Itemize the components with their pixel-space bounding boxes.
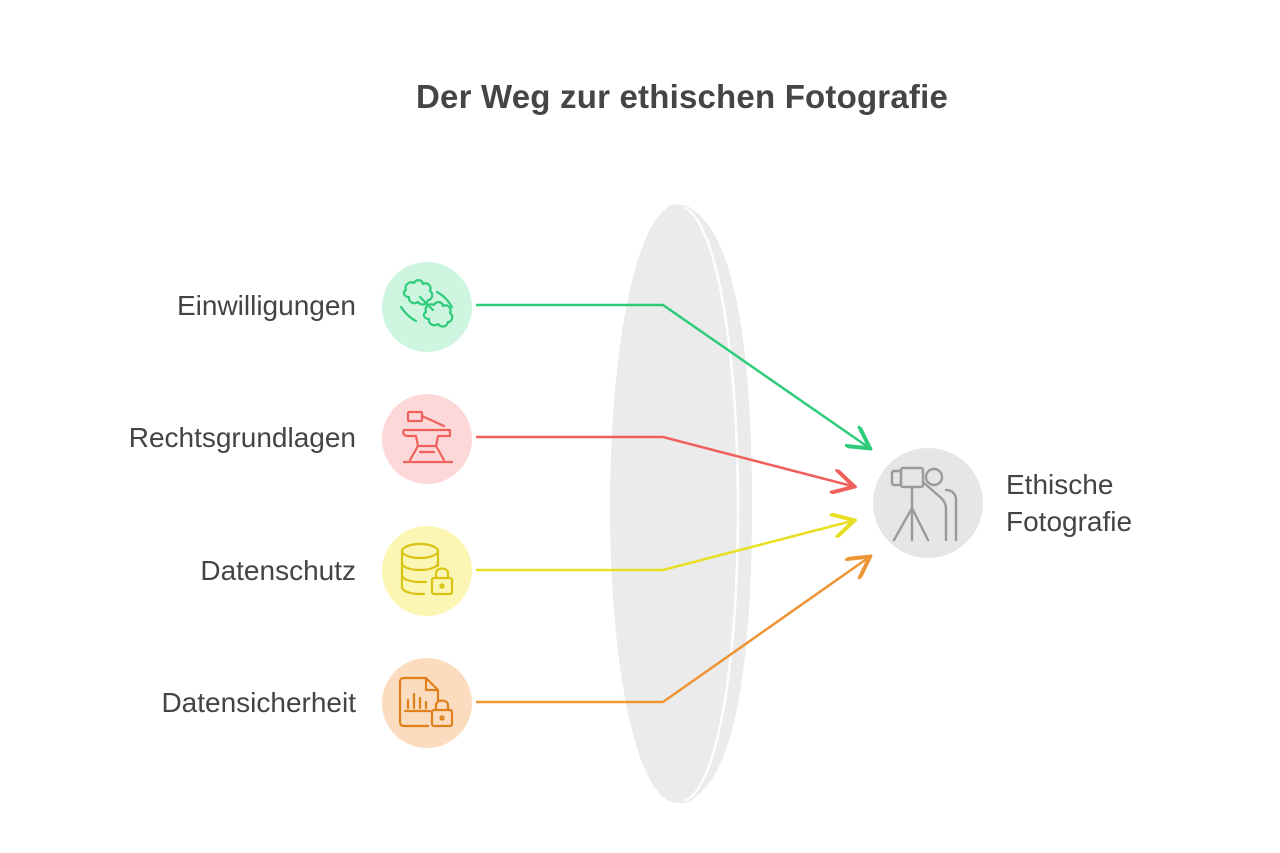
connector-einwilligungen [476,303,868,447]
label-rechtsgrundlagen: Rechtsgrundlagen [128,422,356,453]
node-einwilligungen [382,262,472,352]
node-datenschutz [382,526,472,616]
label-ethische-fotografie-line1: Ethische [1006,469,1114,500]
node-ethische-fotografie [873,448,983,558]
connector-rechtsgrundlagen [476,435,852,486]
photographer-tripod-icon [890,466,958,542]
label-ethische-fotografie: Ethische Fotografie [1006,466,1132,540]
lens-shape [610,204,752,803]
connector-datensicherheit [476,558,868,704]
label-ethische-fotografie-line2: Fotografie [1006,506,1133,537]
diagram-title: Der Weg zur ethischen Fotografie [415,78,949,115]
connector-datenschutz [476,521,852,572]
node-rechtsgrundlagen [382,394,472,484]
handshake-icon [399,279,454,328]
node-datensicherheit [382,658,472,748]
database-lock-icon [400,542,454,596]
label-datensicherheit: Datensicherheit [161,687,356,718]
file-chart-lock-icon [398,676,454,728]
label-datenschutz: Datenschutz [200,555,356,586]
anvil-hammer-icon [402,410,454,464]
label-einwilligungen: Einwilligungen [176,290,356,321]
